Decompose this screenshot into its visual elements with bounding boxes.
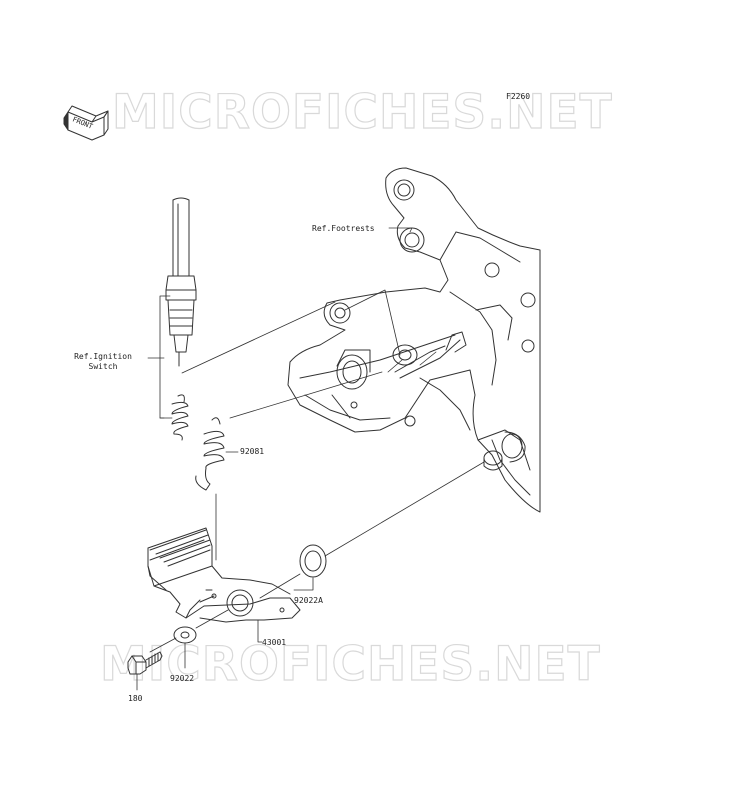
label-ref-ignition-switch: Ref.Ignition Switch — [54, 352, 152, 372]
front-arrow-icon — [63, 105, 109, 141]
return-spring-small — [171, 394, 189, 441]
watermark-top: MICROFICHES.NET — [111, 85, 613, 140]
washer-92022a — [299, 544, 327, 578]
bolt-180 — [127, 651, 163, 675]
label-bolt-180: 180 — [128, 694, 143, 703]
watermark-bottom: MICROFICHES.NET — [99, 637, 601, 692]
label-washer-92022a: 92022A — [294, 596, 323, 605]
spring-92081 — [195, 417, 225, 491]
leader-lines — [136, 227, 485, 691]
frame-bracket — [287, 167, 541, 513]
label-ref-footrests: Ref.Footrests — [312, 224, 375, 233]
brake-pedal-43001 — [147, 527, 301, 623]
label-pedal-43001: 43001 — [262, 638, 287, 647]
label-ref-ignition-line1: Ref.Ignition — [74, 352, 132, 361]
label-ref-ignition-line2: Switch — [88, 362, 118, 371]
pivot-pin — [483, 450, 503, 471]
label-spring-92081: 92081 — [240, 447, 265, 456]
label-washer-92022: 92022 — [170, 674, 195, 683]
washer-92022 — [173, 626, 197, 644]
figure-code: F2260 — [506, 92, 531, 101]
brake-light-switch — [165, 197, 197, 367]
